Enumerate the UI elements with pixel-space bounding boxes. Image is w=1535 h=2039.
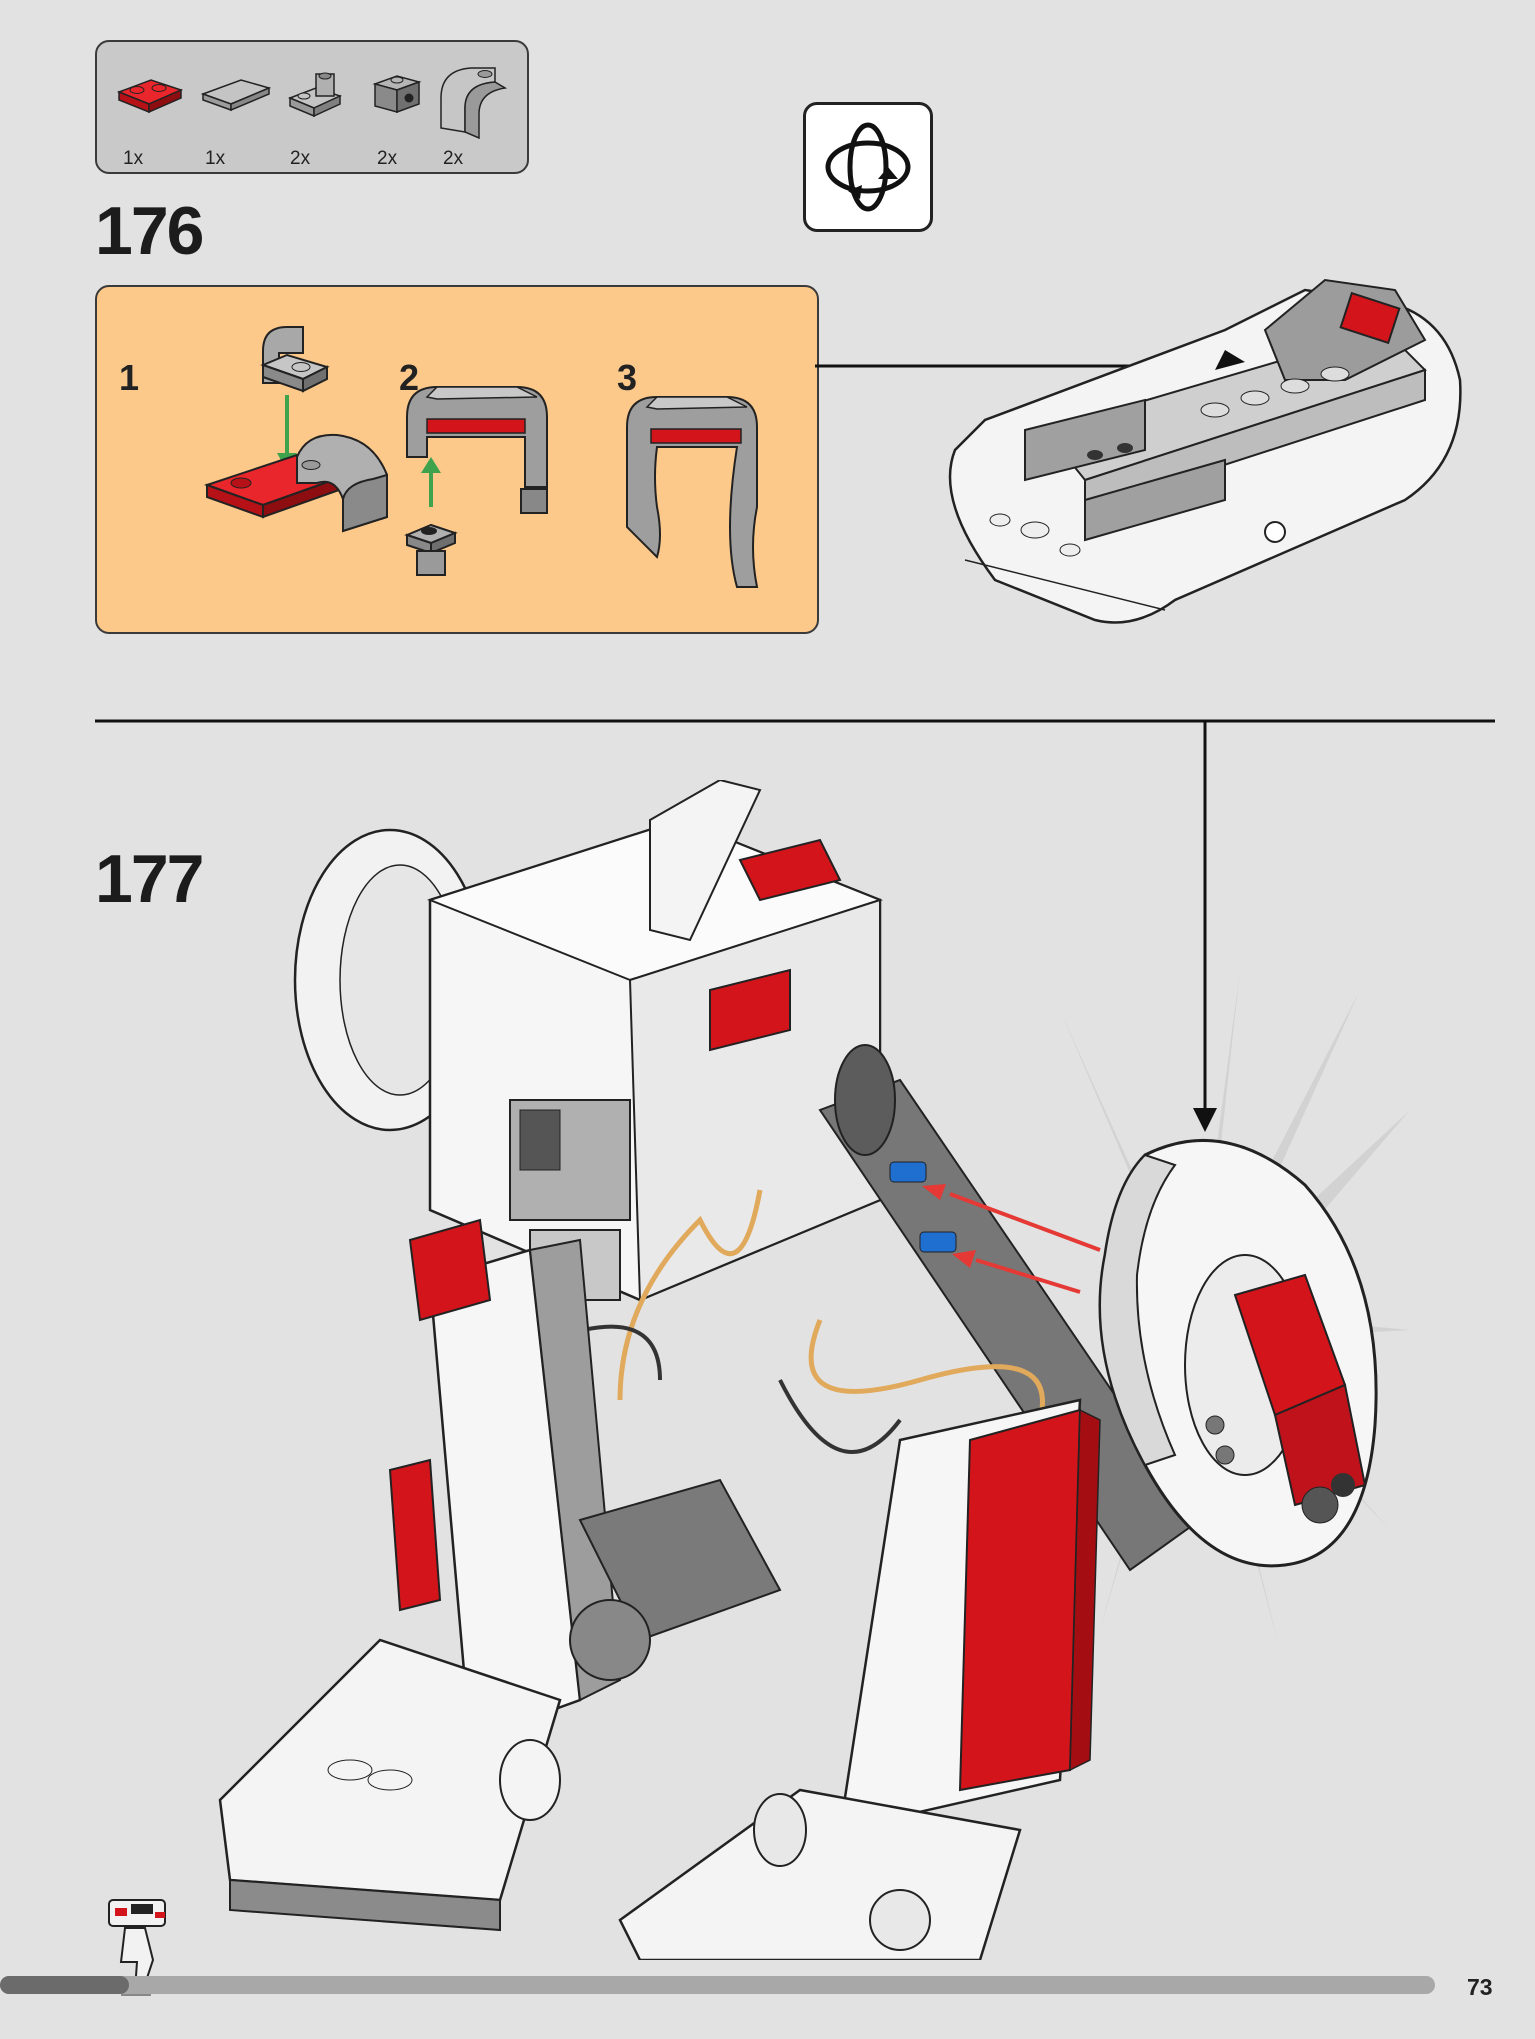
gray-bracket-plate-icon <box>287 72 343 118</box>
rotate-model-icon <box>803 102 933 232</box>
red-plate-1x2-icon <box>116 79 184 114</box>
part-gray-pin-brick: 2x <box>369 62 439 169</box>
gray-tile-1x2-icon <box>200 79 272 112</box>
step-divider-and-arrow <box>95 719 1495 1132</box>
page-number: 73 <box>1467 1974 1493 2000</box>
part-gray-tile: 1x <box>197 62 272 169</box>
part-quantity: 2x <box>290 148 311 169</box>
substep-3-illustration <box>626 396 759 588</box>
parts-list-panel: 1x 1x 2x 2x <box>95 40 529 174</box>
step-176-model-illustration <box>948 278 1462 624</box>
substep-number-3: 3 <box>617 357 638 398</box>
subassembly-callout: 1 2 3 <box>95 285 819 634</box>
part-quantity: 2x <box>377 148 398 169</box>
substep-number-1: 1 <box>119 357 140 398</box>
part-gray-curved-slope: 2x <box>435 62 508 169</box>
substep-2-illustration <box>404 386 548 576</box>
instructions-progress-fill <box>0 1976 130 1994</box>
gray-curved-slope-icon <box>440 67 508 140</box>
part-gray-bracket: 2x <box>282 62 352 169</box>
part-quantity: 2x <box>443 148 464 169</box>
step-number-176: 176 <box>95 193 204 269</box>
part-quantity: 1x <box>205 148 226 169</box>
hip-subassembly-part <box>1098 1138 1378 1568</box>
step-177-model-illustration <box>218 780 1202 1960</box>
bd1-droid-icon <box>108 1899 166 1996</box>
part-quantity: 1x <box>123 148 144 169</box>
substep-number-2: 2 <box>399 357 420 398</box>
gray-pin-hole-brick-icon <box>372 75 422 114</box>
substep-1-illustration <box>203 326 388 533</box>
step-number-177: 177 <box>95 841 204 917</box>
part-red-plate: 1x <box>115 62 185 169</box>
instructions-progress-bar <box>0 1976 1435 1994</box>
